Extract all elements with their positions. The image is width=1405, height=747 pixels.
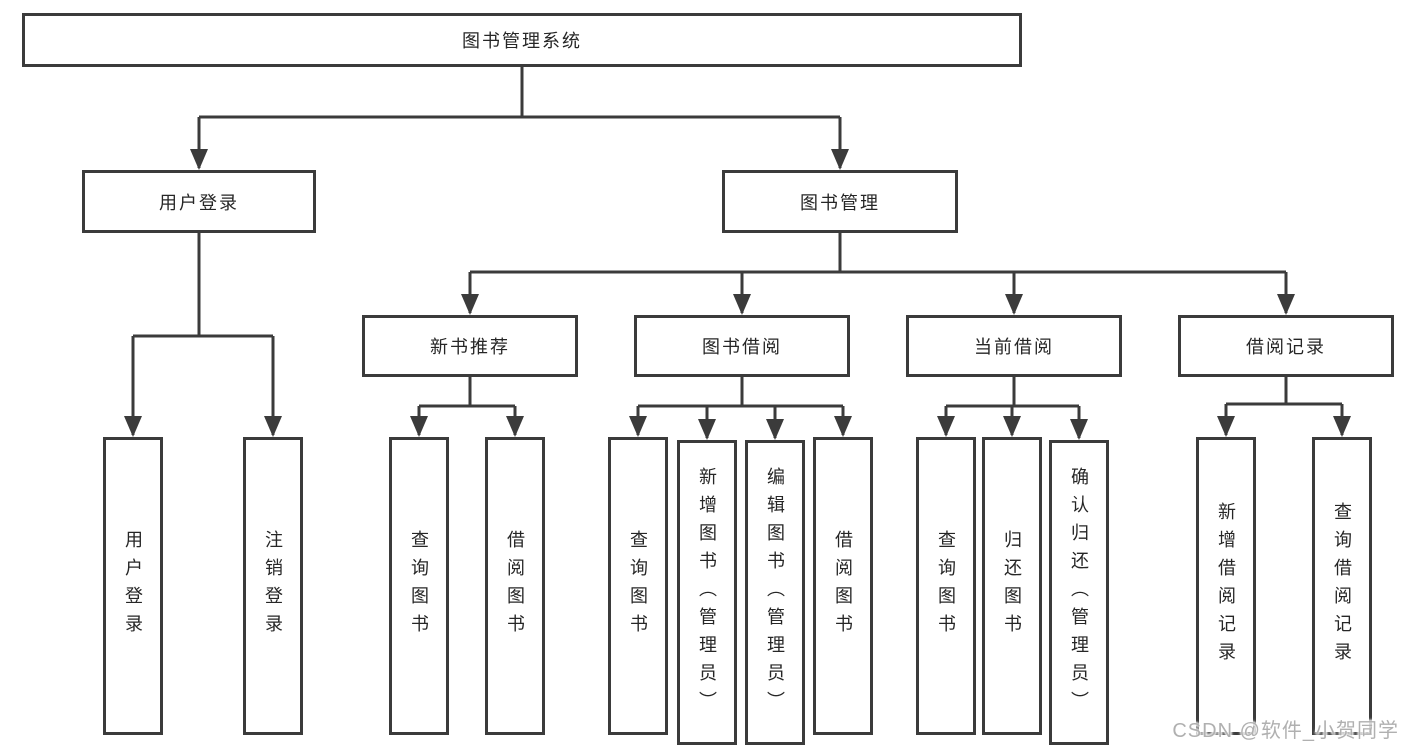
arrowhead	[937, 416, 955, 437]
node-label: 借阅记录	[1246, 337, 1326, 357]
arrowhead	[1277, 294, 1295, 315]
arrowhead	[1070, 419, 1088, 440]
arrowhead	[733, 294, 751, 315]
node-leaf-query-books: 查询图书	[916, 437, 976, 735]
arrowhead	[1003, 416, 1021, 437]
node-label: 图书管理系统	[462, 31, 582, 51]
node-label: 当前借阅	[974, 337, 1054, 357]
arrowhead	[1217, 416, 1235, 437]
node-book-management: 图书管理	[722, 170, 958, 233]
csdn-watermark: CSDN @软件_小贺同学	[1172, 720, 1399, 742]
node-leaf-edit-books-admin: 编辑图书（管理员）	[745, 440, 805, 745]
node-user-login: 用户登录	[82, 170, 316, 233]
connector-book-mgmt	[468, 233, 1288, 313]
arrowhead	[506, 416, 524, 437]
connector-root	[197, 67, 842, 168]
node-label: 确认归还（管理员）	[1069, 466, 1089, 719]
node-leaf-query-books: 查询图书	[608, 437, 668, 735]
node-library-management-system: 图书管理系统	[22, 13, 1022, 67]
node-leaf-user-login: 用户登录	[103, 437, 163, 735]
node-label: 归还图书	[1002, 530, 1022, 642]
connector-borrow	[636, 377, 845, 438]
connector-records	[1224, 377, 1344, 435]
node-label: 注销登录	[263, 530, 283, 642]
arrowhead	[190, 149, 208, 170]
arrowhead	[410, 416, 428, 437]
arrowhead	[831, 149, 849, 170]
node-label: 新增借阅记录	[1216, 502, 1236, 670]
node-current-borrowing: 当前借阅	[906, 315, 1122, 377]
arrowhead	[629, 416, 647, 437]
node-label: 新增图书（管理员）	[697, 466, 717, 719]
node-label: 查询图书	[409, 530, 429, 642]
node-label: 新书推荐	[430, 337, 510, 357]
arrowhead	[124, 416, 142, 437]
node-leaf-return-books: 归还图书	[982, 437, 1042, 735]
node-label: 查询借阅记录	[1332, 502, 1352, 670]
node-new-book-recommend: 新书推荐	[362, 315, 578, 377]
arrowhead	[461, 294, 479, 315]
arrowhead	[1333, 416, 1351, 437]
node-leaf-query-books: 查询图书	[389, 437, 449, 735]
node-leaf-add-borrow-record: 新增借阅记录	[1196, 437, 1256, 735]
arrowhead	[698, 419, 716, 440]
arrowhead	[834, 416, 852, 437]
arrowhead	[766, 419, 784, 440]
node-label: 查询图书	[936, 530, 956, 642]
node-label: 用户登录	[123, 530, 143, 642]
node-label: 图书管理	[800, 192, 880, 213]
node-label: 查询图书	[628, 530, 648, 642]
connector-user-login	[131, 233, 275, 435]
node-book-borrowing: 图书借阅	[634, 315, 850, 377]
node-borrow-records: 借阅记录	[1178, 315, 1394, 377]
node-leaf-add-books-admin: 新增图书（管理员）	[677, 440, 737, 745]
node-leaf-confirm-return-admin: 确认归还（管理员）	[1049, 440, 1109, 745]
node-label: 借阅图书	[505, 530, 525, 642]
node-label: 用户登录	[159, 192, 239, 213]
node-leaf-query-borrow-record: 查询借阅记录	[1312, 437, 1372, 735]
node-label: 借阅图书	[833, 530, 853, 642]
connector-new-rec	[417, 377, 517, 435]
node-leaf-logout: 注销登录	[243, 437, 303, 735]
node-label: 图书借阅	[702, 337, 782, 357]
node-leaf-borrow-books: 借阅图书	[813, 437, 873, 735]
arrowhead	[264, 416, 282, 437]
arrowhead	[1005, 294, 1023, 315]
connector-current	[944, 377, 1081, 438]
node-label: 编辑图书（管理员）	[765, 466, 785, 719]
node-leaf-borrow-books: 借阅图书	[485, 437, 545, 735]
